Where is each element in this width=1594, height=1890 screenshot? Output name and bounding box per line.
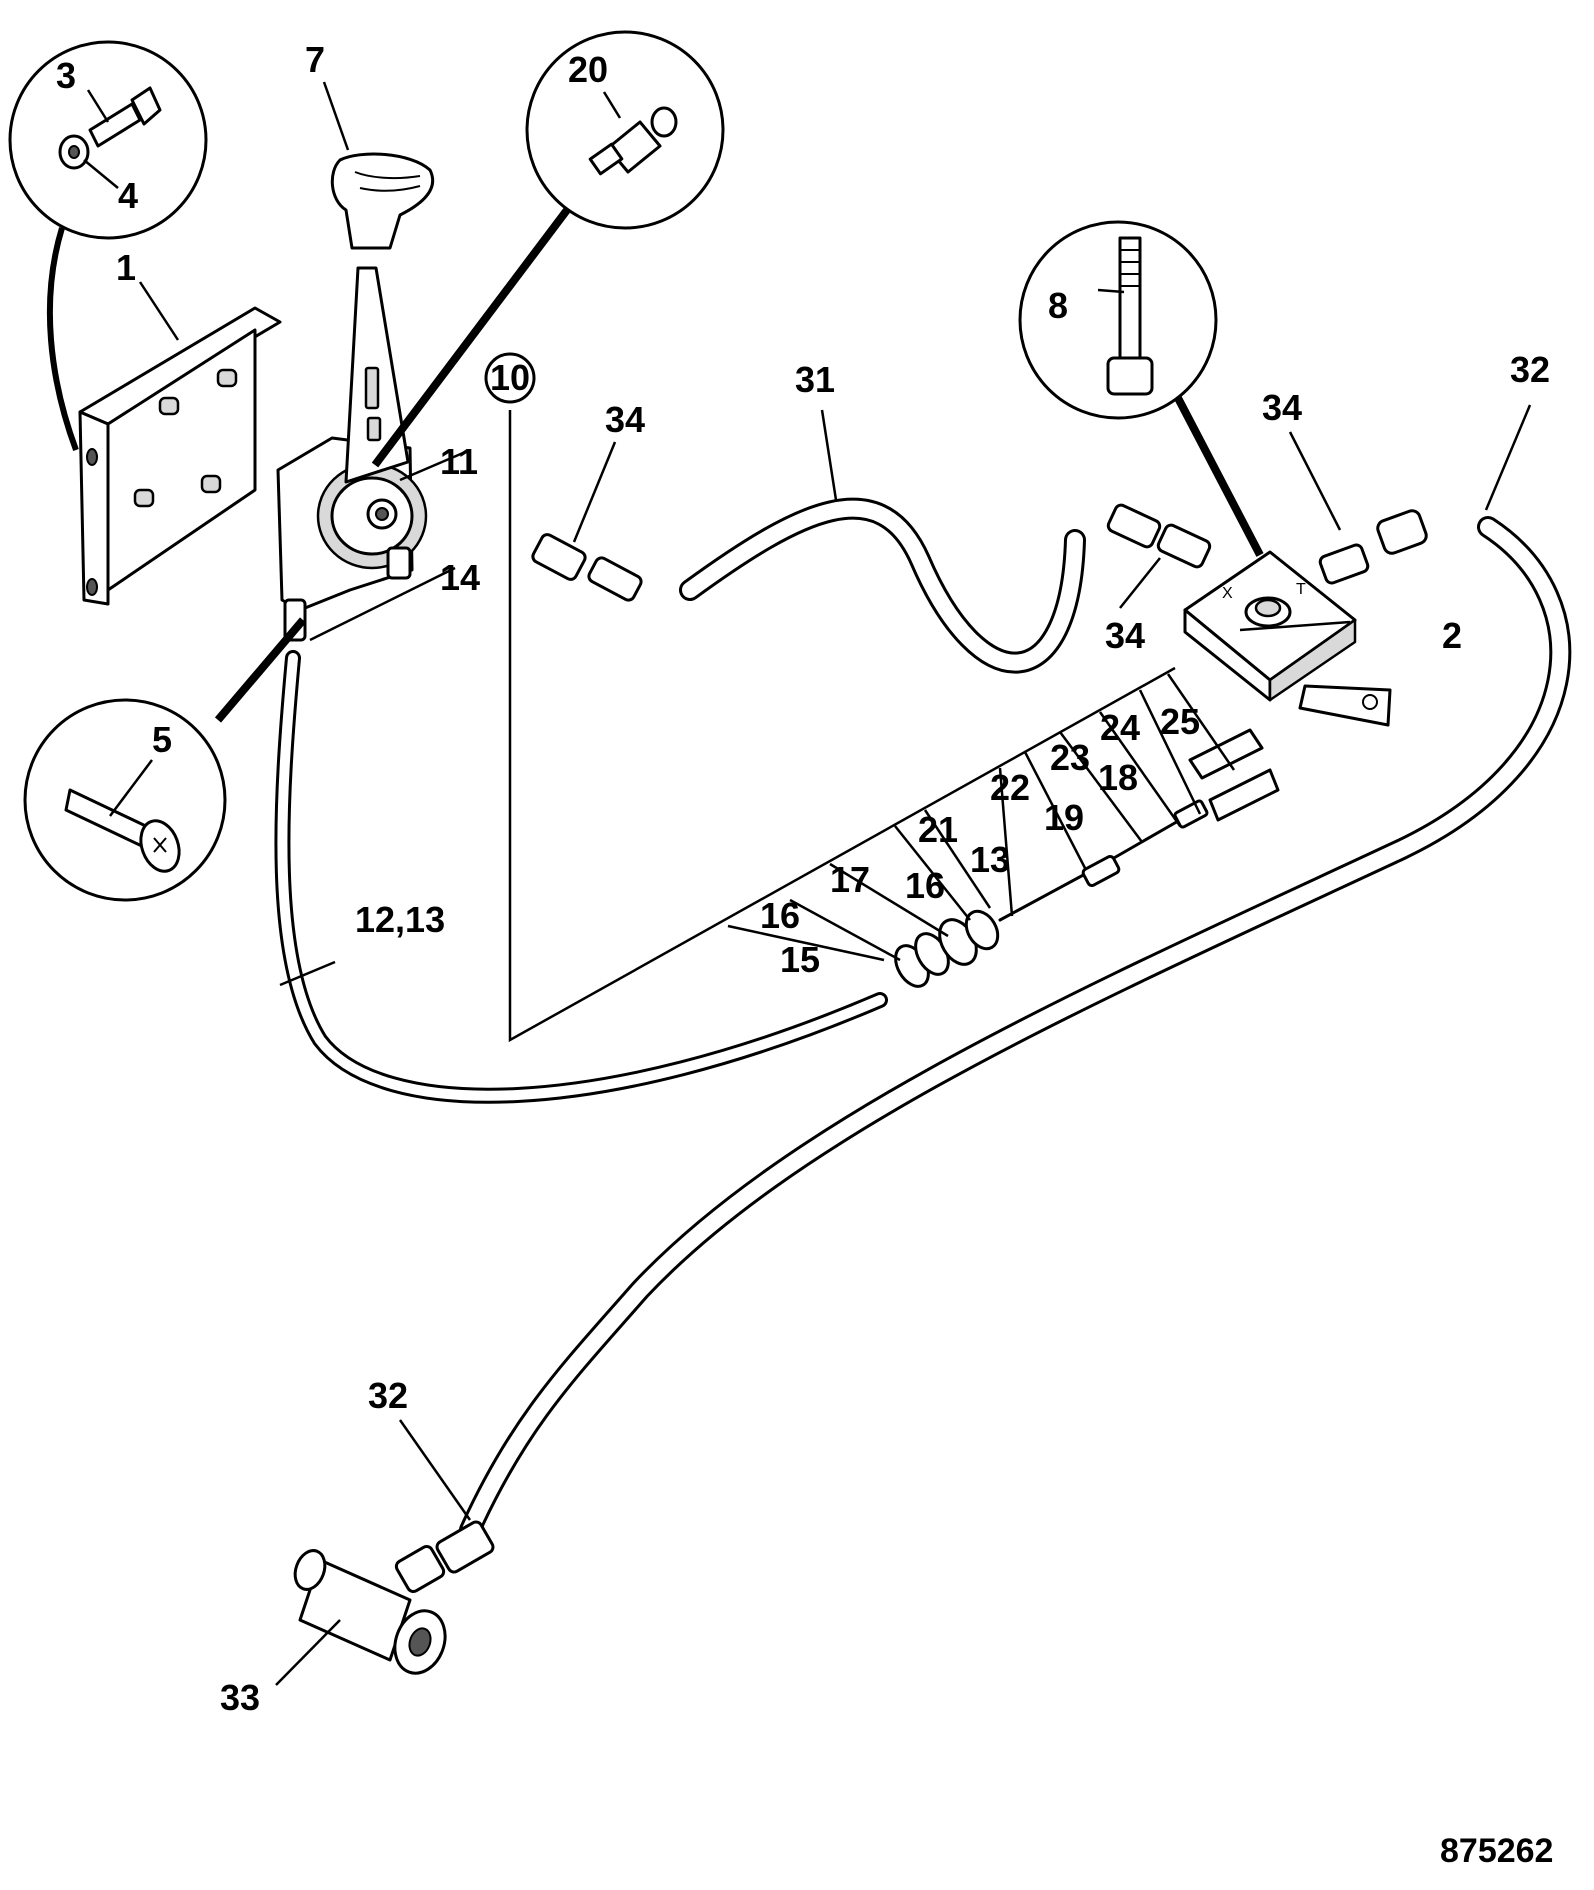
callout-31: 31 [795,359,835,400]
callout-16-left: 16 [760,895,800,936]
block-mark-x: X [1222,585,1233,602]
callout-7: 7 [305,39,325,80]
callout-2: 2 [1442,615,1462,656]
callout-17: 17 [830,859,870,900]
callout-34-left: 34 [605,399,645,440]
callout-33: 33 [220,1677,260,1718]
callout-3: 3 [56,55,76,96]
leader-lines [83,81,1532,1686]
callout-32-top: 32 [1510,349,1550,390]
tee-fitting-part [293,1520,495,1675]
valve-block-part [1183,550,1392,727]
fitting-34-right [1318,509,1428,585]
block-mark-t: T [1296,581,1306,598]
callout-32-bottom: 32 [368,1375,408,1416]
callout-5: 5 [152,719,172,760]
callout-24: 24 [1100,707,1140,748]
callout-11: 11 [440,441,478,482]
detail-circle-8 [1018,220,1264,557]
callout-4: 4 [118,175,138,216]
control-lever-assembly [276,152,435,642]
detail-circle-20 [371,30,725,468]
sub-assembly-frame-10 [484,352,1236,1043]
callout-34-right: 34 [1262,387,1302,428]
callout-labels: 3 4 1 7 20 8 10 11 14 31 34 34 34 32 2 5… [56,39,1553,1870]
callout-12-13: 12,13 [355,899,445,940]
drawing-number: 875262 [1440,1832,1553,1870]
callout-8: 8 [1048,285,1068,326]
hose-31 [679,497,1086,674]
callout-22: 22 [990,767,1030,808]
callout-21: 21 [918,809,958,850]
fitting-34-mid [1106,503,1212,569]
cable-end-assembly [894,728,1280,988]
callout-23: 23 [1050,737,1090,778]
callout-14: 14 [440,557,480,598]
callout-19: 19 [1044,797,1084,838]
callout-15: 15 [780,939,820,980]
callout-13: 13 [970,839,1010,880]
callout-34-mid: 34 [1105,615,1145,656]
detail-circle-5 [23,617,307,902]
cable-12-13 [274,650,888,1104]
callout-10: 10 [490,357,530,398]
fitting-34-left [531,533,643,602]
bracket-part [78,306,282,606]
callout-25: 25 [1160,701,1200,742]
callout-1: 1 [116,247,136,288]
callout-20: 20 [568,49,608,90]
callout-16-right: 16 [905,865,945,906]
detail-circle-3-4 [8,40,208,452]
callout-18: 18 [1098,757,1138,798]
hose-32 [459,516,1572,1541]
